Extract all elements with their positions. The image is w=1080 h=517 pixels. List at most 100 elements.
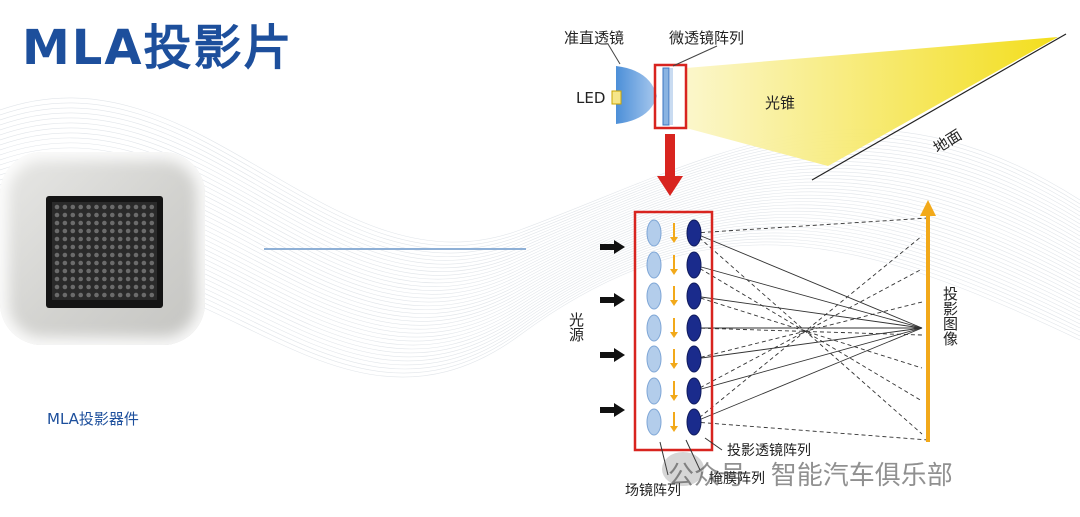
microlens: [94, 284, 99, 290]
microlens: [54, 292, 60, 298]
microlens: [133, 204, 139, 210]
microlens: [86, 244, 91, 250]
microlens: [62, 284, 68, 290]
light-source-arrow: [600, 407, 614, 413]
mla-plate: [662, 67, 670, 126]
microlens: [110, 260, 115, 266]
microlens: [94, 292, 99, 298]
microlens: [78, 260, 83, 266]
microlens: [54, 260, 60, 266]
microlens-grid: [52, 202, 157, 300]
microlens: [117, 268, 123, 274]
microlens: [102, 244, 107, 250]
microlens: [70, 220, 76, 226]
microlens: [102, 220, 107, 226]
microlens: [102, 228, 107, 234]
microlens: [110, 276, 115, 282]
led-icon: [611, 90, 622, 105]
projection-lens-array-label: 投影透镜阵列: [727, 443, 811, 459]
microlens: [70, 284, 76, 290]
microlens: [78, 252, 83, 258]
ray-line: [693, 327, 923, 360]
microlens: [141, 228, 147, 234]
microlens: [94, 260, 99, 266]
microlens: [94, 204, 99, 210]
microlens: [62, 260, 68, 266]
microlens: [110, 284, 115, 290]
ray-line: [693, 232, 923, 329]
projected-image-arrow: [926, 214, 930, 442]
microlens: [94, 252, 99, 258]
microlens: [70, 268, 76, 274]
microlens: [78, 220, 83, 226]
microlens: [141, 284, 147, 290]
light-source-arrow: [600, 297, 614, 303]
microlens: [78, 276, 83, 282]
microlens: [110, 228, 115, 234]
microlens: [54, 276, 60, 282]
mask-arrow-head: [670, 300, 678, 306]
microlens: [141, 236, 147, 242]
microlens: [54, 220, 60, 226]
microlens: [110, 252, 115, 258]
microlens: [94, 228, 99, 234]
microlens: [70, 252, 76, 258]
light-source-arrow-head: [614, 348, 625, 362]
microlens: [62, 252, 68, 258]
microlens: [70, 204, 76, 210]
microlens: [78, 236, 83, 242]
field-lens-array-label: 场镜阵列: [625, 483, 681, 499]
microlens: [94, 244, 99, 250]
field-lens: [646, 377, 662, 405]
field-lens: [646, 345, 662, 373]
microlens: [133, 292, 139, 298]
microlens: [70, 260, 76, 266]
microlens: [62, 244, 68, 250]
microlens: [117, 276, 123, 282]
device-caption: MLA投影器件: [47, 410, 139, 428]
led-label: LED: [576, 89, 606, 107]
mla-chip-image: [46, 196, 163, 308]
ray-line: [693, 268, 923, 392]
microlens: [70, 236, 76, 242]
microlens: [70, 292, 76, 298]
microlens: [133, 228, 139, 234]
microlens: [62, 212, 68, 218]
projection-lens: [686, 219, 702, 247]
microlens: [94, 212, 99, 218]
microlens: [54, 244, 60, 250]
microlens: [70, 244, 76, 250]
microlens: [78, 284, 83, 290]
microlens: [86, 292, 91, 298]
ray-line: [693, 421, 929, 441]
microlens: [133, 284, 139, 290]
microlens: [149, 284, 155, 290]
microlens: [149, 236, 155, 242]
red-down-arrow: [665, 134, 675, 176]
microlens: [141, 252, 147, 258]
microlens: [133, 236, 139, 242]
microlens: [133, 268, 139, 274]
ray-line: [693, 327, 923, 392]
microlens: [86, 260, 91, 266]
microlens: [149, 268, 155, 274]
light-source-arrow: [600, 352, 614, 358]
divider-line: [264, 248, 526, 250]
mask-arrow-head: [670, 237, 678, 243]
microlens: [141, 212, 147, 218]
microlens: [117, 292, 123, 298]
microlens: [141, 244, 147, 250]
microlens: [86, 276, 91, 282]
collimator-label: 准直透镜: [564, 29, 625, 47]
microlens: [78, 212, 83, 218]
microlens: [94, 276, 99, 282]
mask-arrow-head: [670, 395, 678, 401]
microlens: [54, 204, 60, 210]
light-cone-label: 光锥: [765, 94, 796, 112]
microlens: [117, 260, 123, 266]
microlens: [62, 236, 68, 242]
microlens: [102, 204, 107, 210]
mask-arrow-head: [670, 426, 678, 432]
microlens: [117, 284, 123, 290]
ray-line: [693, 264, 923, 402]
